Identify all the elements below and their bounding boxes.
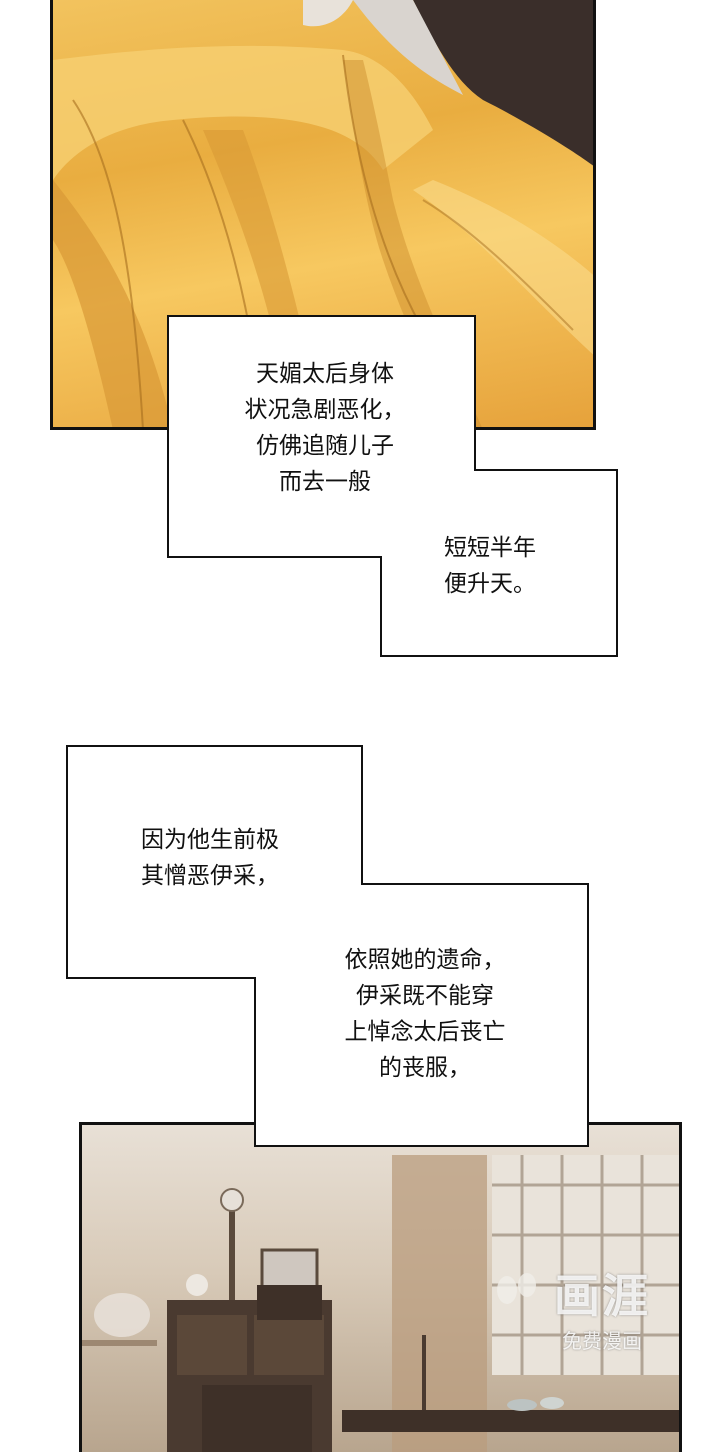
narration-line: 而去一般 <box>279 469 371 495</box>
narration-box-2: 因为他生前极 其憎恶伊采， 依照她的遗命， 伊采既不能穿 上悼念太后丧亡 的丧服… <box>0 720 720 1160</box>
room-artwork-panel: 画涯 免费漫画 <box>79 1122 682 1452</box>
narration-line: 天媚太后身体 <box>256 361 394 387</box>
narration-box-2-outline <box>66 745 589 1147</box>
narration-line: 依照她的遗命， <box>344 947 506 973</box>
narration-line: 便升天。 <box>444 571 536 597</box>
narration-box-1-outline <box>167 315 618 657</box>
narration-line: 伊采既不能穿 <box>356 983 494 1009</box>
narration-line: 其憎恶伊采， <box>141 863 279 889</box>
narration-2-lower: 依照她的遗命， 伊采既不能穿 上悼念太后丧亡 的丧服， <box>300 942 550 1086</box>
narration-1-lower: 短短半年 便升天。 <box>420 530 560 602</box>
narration-line: 仿佛追随儿子 <box>256 433 394 459</box>
watermark-caption: 免费漫画 <box>562 1329 642 1353</box>
narration-line: 上悼念太后丧亡 <box>344 1019 506 1045</box>
narration-line: 短短半年 <box>444 535 536 561</box>
narration-line: 状况急剧恶化， <box>244 397 406 423</box>
narration-1-upper: 天媚太后身体 状况急剧恶化， 仿佛追随儿子 而去一般 <box>190 356 460 500</box>
narration-line: 因为他生前极 <box>141 827 279 853</box>
watermark-logo: 画涯 <box>554 1269 650 1323</box>
narration-line: 的丧服， <box>379 1055 471 1081</box>
narration-box-1: 天媚太后身体 状况急剧恶化， 仿佛追随儿子 而去一般 短短半年 便升天。 <box>0 0 720 700</box>
narration-2-upper: 因为他生前极 其憎恶伊采， <box>100 822 320 894</box>
